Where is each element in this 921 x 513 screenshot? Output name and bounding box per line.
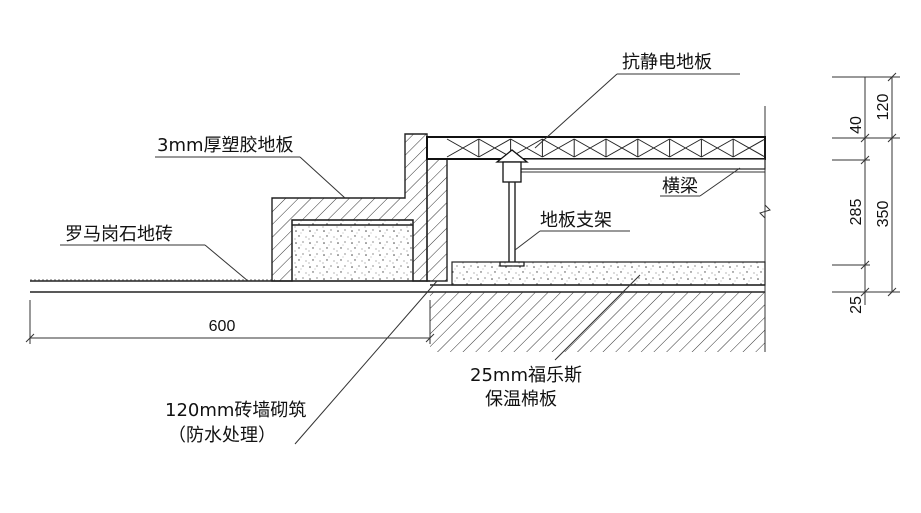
dim-600: 600 xyxy=(209,318,236,335)
antistatic-floor-panel xyxy=(426,136,766,160)
dim-350: 350 xyxy=(875,201,892,228)
panel-brace-line xyxy=(701,138,734,158)
vertical-dimensions xyxy=(832,72,900,305)
insulation-board xyxy=(451,261,766,286)
brick-wall xyxy=(426,154,448,282)
panel-brace-line xyxy=(669,138,702,158)
panel-brace-line xyxy=(732,138,766,158)
panel-brace-line xyxy=(446,138,480,158)
label-brick-wall-line1: 120mm砖墙砌筑 xyxy=(165,400,306,421)
dim-25: 25 xyxy=(848,296,865,314)
label-brick-wall-line2: （防水处理） xyxy=(168,425,276,446)
dim-120: 120 xyxy=(875,94,892,121)
panel-brace-line xyxy=(637,138,670,158)
label-insulation-line1: 25mm福乐斯 xyxy=(470,365,582,386)
crossbeam xyxy=(519,158,766,173)
base-slab xyxy=(30,106,771,352)
label-pvc-floor: 3mm厚塑胶地板 xyxy=(157,135,294,156)
dimension-600 xyxy=(25,300,435,344)
label-antistatic-floor: 抗静电地板 xyxy=(622,52,712,73)
pvc-floor-step xyxy=(271,133,428,282)
leader-lines xyxy=(60,73,741,445)
panel-brace-line xyxy=(542,138,575,158)
dim-40: 40 xyxy=(848,116,865,134)
label-crossbeam: 横梁 xyxy=(662,176,698,197)
label-insulation-line2: 保温棉板 xyxy=(485,389,557,410)
panel-brace-line xyxy=(605,138,639,158)
panel-cross-bracing xyxy=(446,138,766,158)
label-floor-support: 地板支架 xyxy=(540,210,612,231)
label-roman-tile: 罗马岗石地砖 xyxy=(65,224,173,245)
panel-brace-line xyxy=(478,138,511,158)
dim-285: 285 xyxy=(848,199,865,226)
panel-brace-line xyxy=(573,138,607,158)
